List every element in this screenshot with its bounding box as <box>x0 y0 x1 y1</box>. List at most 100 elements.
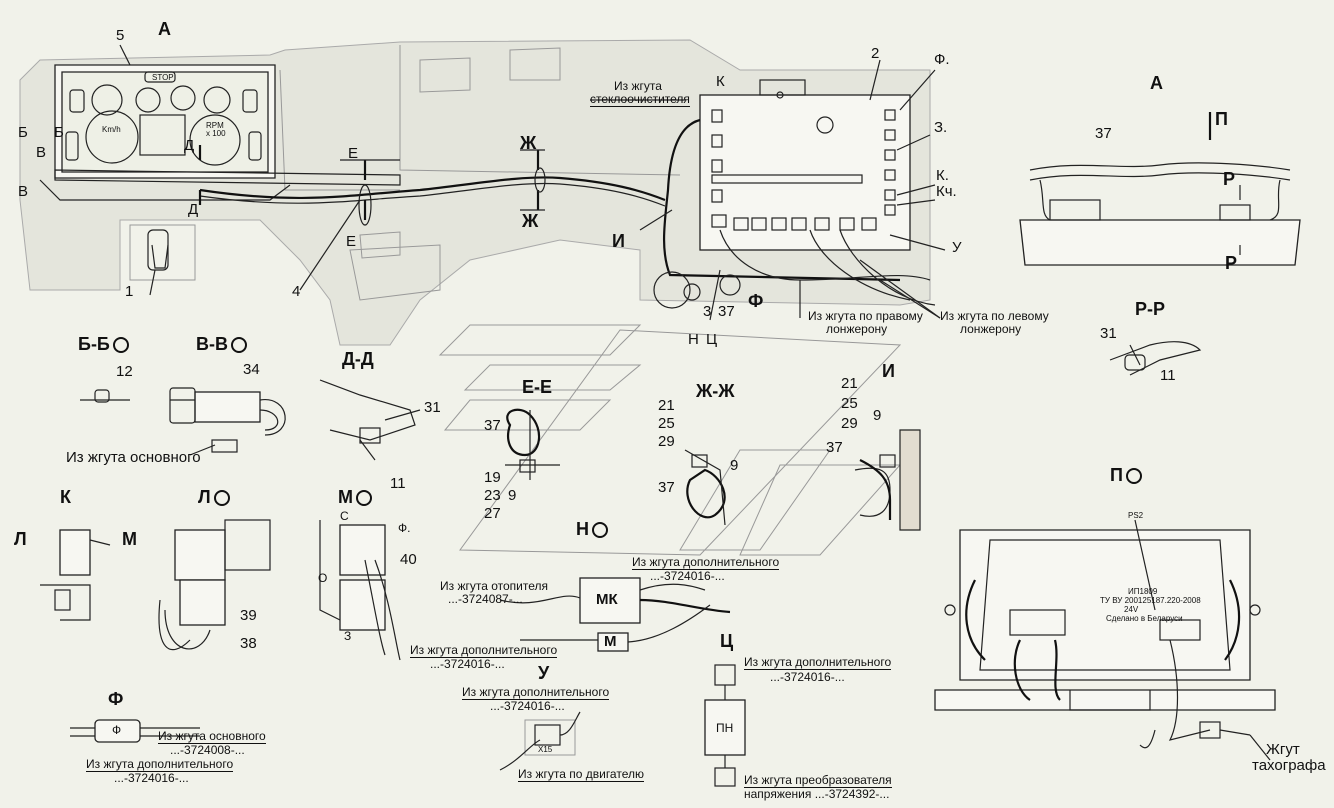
zh-marker-1: Ж <box>520 133 537 153</box>
view-u-drawing <box>499 711 581 771</box>
item-2: 2 <box>871 45 880 62</box>
i-item-25: 25 <box>841 395 858 412</box>
view-k-drawing <box>40 529 111 621</box>
l-arrow-label: Л <box>14 529 27 549</box>
detail-circle-n <box>653 271 691 309</box>
ee-item-27: 27 <box>484 505 501 522</box>
left-spar-note-2: лонжерону <box>960 322 1022 336</box>
view-l-title: Л <box>198 488 230 507</box>
ee-item-37: 37 <box>484 417 501 434</box>
i-item-9: 9 <box>873 407 882 424</box>
tacho-note-2: тахографа <box>1252 757 1326 774</box>
view-ts-drawing <box>704 664 746 787</box>
m-label-s: С <box>340 509 349 523</box>
dash-bracket <box>39 179 291 201</box>
rotation-icon <box>231 337 247 354</box>
item-3: 3 <box>703 303 712 320</box>
additional-note-2: ...-3724016-... <box>650 569 725 583</box>
rotation-icon <box>112 337 129 354</box>
main-harness-note: Из жгута основного <box>66 449 201 466</box>
view-p-drawing <box>934 519 1276 761</box>
d-marker-2: Д <box>188 201 199 218</box>
view-a-item-37: 37 <box>1095 125 1112 142</box>
dd-item-11: 11 <box>390 475 406 492</box>
ee-item-9: 9 <box>508 487 517 504</box>
v-marker-1: В <box>36 144 47 161</box>
dash-rail <box>54 169 401 186</box>
m-item-40: 40 <box>400 551 417 568</box>
zh-item-9: 9 <box>730 457 739 474</box>
background-frames <box>438 324 902 556</box>
b-marker-2: Б <box>54 124 64 141</box>
ee-item-23: 23 <box>484 487 501 504</box>
view-l-drawing <box>158 519 271 651</box>
d-marker-1: Д <box>184 137 195 154</box>
left-spar-note-1: Из жгута по левому <box>940 309 1049 323</box>
kch-right-label: Кч. <box>936 183 957 200</box>
detail-circle-ts <box>683 283 701 301</box>
instrument-cluster <box>54 64 276 179</box>
view-zhzh-title: Ж-Ж <box>696 381 735 401</box>
dash-kmh: Km/h <box>102 125 121 134</box>
ph-marker: Ф <box>748 291 764 311</box>
l-item-39: 39 <box>240 607 257 624</box>
dash-x100: x 100 <box>206 129 226 138</box>
i-item-29: 29 <box>841 415 858 432</box>
view-n-drawing <box>499 577 731 652</box>
m-add-note-2: ...-3724016-... <box>430 657 505 671</box>
view-a-arrow: А <box>158 19 171 39</box>
ph-add-note-2: ...-3724016-... <box>114 771 189 785</box>
ph-main-note-1: Из жгута основного <box>158 729 266 744</box>
view-m-title: М <box>338 488 372 507</box>
harness-main <box>199 176 666 202</box>
v-marker-2: В <box>18 183 29 200</box>
e-marker-1: Е <box>348 145 359 162</box>
tacho-ps2: PS2 <box>1128 511 1144 520</box>
harness-ecu-spar <box>809 229 911 301</box>
view-dd-drawing <box>319 379 421 461</box>
wiper-note-1: Из жгута <box>614 79 662 93</box>
view-k-arrow: К <box>716 73 725 90</box>
cut-markers <box>198 145 546 226</box>
column-connector <box>147 229 169 271</box>
m-arrow-label: М <box>122 529 137 549</box>
tacho-plate-2: ТУ ВУ 200125187.220-2008 <box>1100 596 1201 605</box>
wiper-note-2: стеклоочистителя <box>590 92 690 107</box>
connector-mk: МК <box>596 591 618 608</box>
additional-note-1: Из жгута дополнительного <box>632 555 780 570</box>
view-zhzh-drawing <box>684 449 726 526</box>
m-label-ph: Ф. <box>398 521 411 535</box>
i-item-21: 21 <box>841 375 858 392</box>
n-marker: Н <box>688 331 699 348</box>
harness-main-2 <box>199 182 666 207</box>
ph-add-note-1: Из жгута дополнительного <box>86 757 234 772</box>
z-right-label: З. <box>934 119 948 136</box>
rotation-icon <box>213 490 230 507</box>
view-vv-title: В-В <box>196 335 247 354</box>
ph-main-note-2: ...-3724008-... <box>170 743 245 757</box>
connector-m: М <box>604 633 617 650</box>
u-engine-note: Из жгута по двигателю <box>518 767 644 782</box>
ts-conv-note-1: Из жгута преобразователя <box>744 773 892 788</box>
view-p-arrow: П <box>1215 109 1228 129</box>
view-rr-title: Р-Р <box>1135 299 1166 319</box>
view-n-title: Н <box>576 520 608 539</box>
vv-item-34: 34 <box>243 361 260 378</box>
p-cut-bottom: Р <box>1225 253 1238 273</box>
zh-item-37: 37 <box>658 479 675 496</box>
k-right-label: К. <box>936 167 949 184</box>
view-p-title: П <box>1110 466 1142 485</box>
view-i-drawing <box>854 429 921 531</box>
ts-connector-pn: ПН <box>716 721 734 735</box>
detail-circle-ph <box>719 274 741 296</box>
i-marker: И <box>612 231 625 251</box>
u-marker: У <box>952 239 962 256</box>
p-cut-top: Р <box>1223 169 1236 189</box>
tacho-note-1: Жгут <box>1266 741 1300 758</box>
view-rr-drawing <box>1109 341 1202 376</box>
ph-connector-label: Ф <box>112 723 122 737</box>
right-spar-note-1: Из жгута по правому <box>808 309 923 323</box>
view-ph-drawing <box>70 719 200 743</box>
heater-note-2: ...-3724087-... <box>448 592 523 606</box>
